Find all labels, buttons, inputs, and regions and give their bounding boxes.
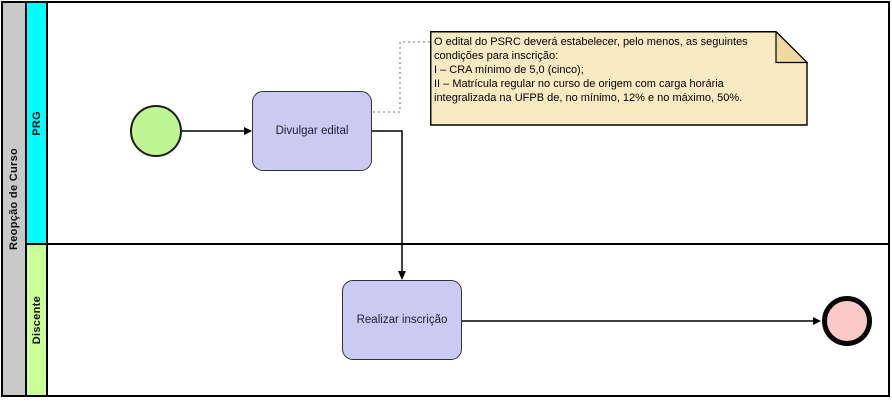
lane-divider <box>27 243 889 245</box>
pool-header: Reopção de Curso <box>3 3 27 395</box>
lane-label-prg: PRG <box>30 110 43 136</box>
task-realizar-inscricao-label: Realizar inscrição <box>356 314 448 326</box>
pool-label: Reopção de Curso <box>8 148 20 250</box>
start-event <box>130 105 182 157</box>
lane-label-discente: Discente <box>30 295 43 345</box>
annotation-note-shape <box>430 31 808 126</box>
note-fold-corner-icon <box>775 31 808 64</box>
lane-header-discente: Discente <box>27 245 48 395</box>
task-divulgar-edital: Divulgar edital <box>252 91 372 171</box>
task-realizar-inscricao: Realizar inscrição <box>342 280 462 360</box>
task-divulgar-edital-label: Divulgar edital <box>275 125 349 137</box>
end-event <box>822 296 872 346</box>
lane-header-prg: PRG <box>27 3 48 243</box>
annotation-note-text: O edital do PSRC deverá estabelecer, pel… <box>434 36 748 104</box>
